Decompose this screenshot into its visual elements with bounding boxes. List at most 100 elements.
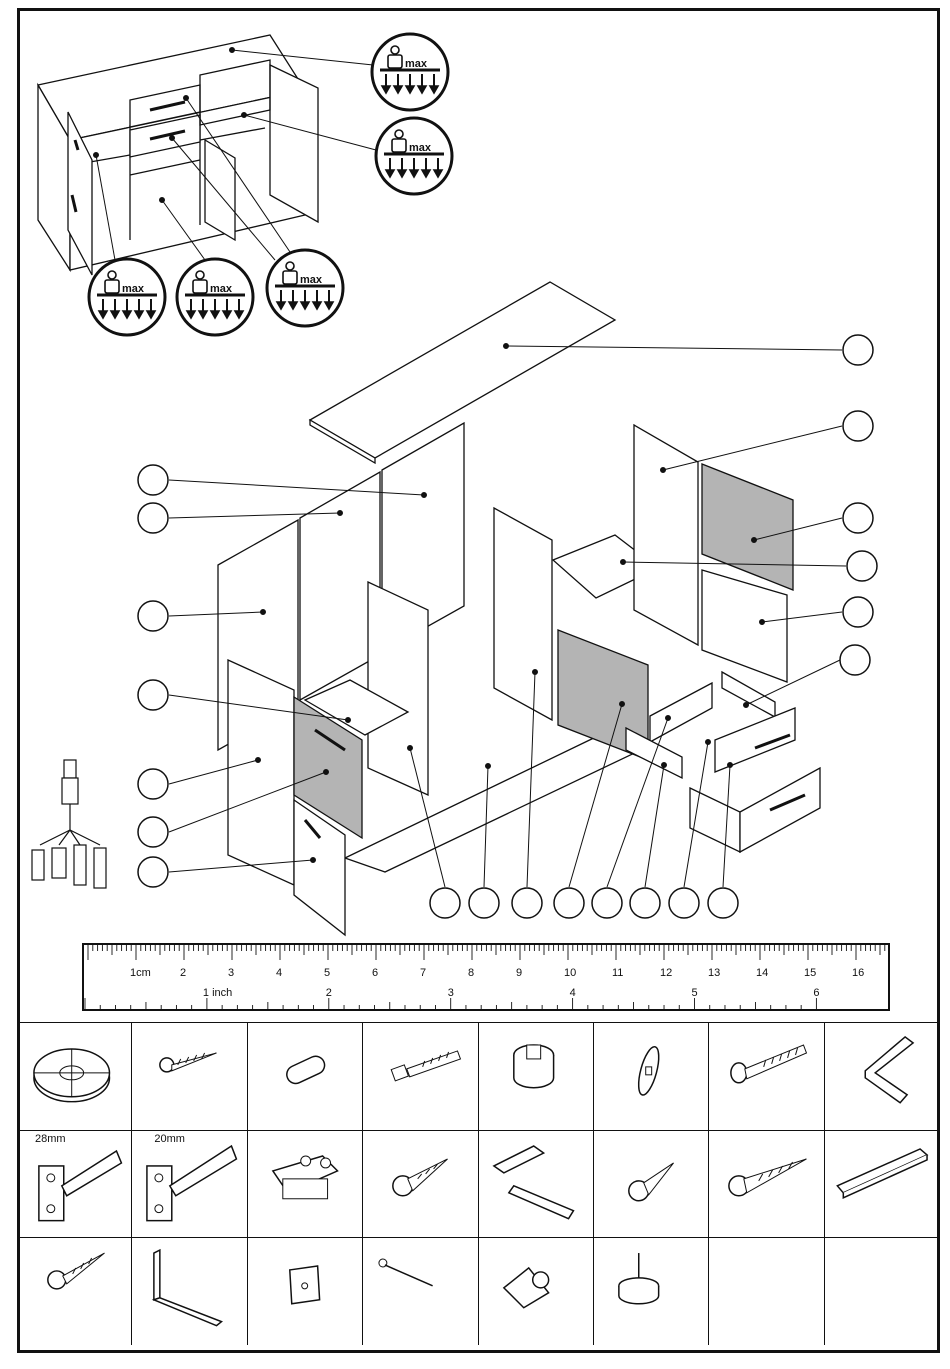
callout-circle [512,888,542,918]
callout-circle [138,769,168,799]
ruler-cm-number: 10 [564,967,576,979]
load-badge-max-label: max [300,274,323,286]
wall-plug-screw-icon [709,1023,823,1130]
callout-leader-dot [311,858,316,863]
hw-cell-furniture-glide [594,1237,709,1345]
furniture-glide-icon [594,1238,708,1345]
ruler-inch-number: 4 [570,987,576,999]
hw-cell-dowel [248,1022,363,1130]
ruler-cm-number: 15 [804,967,816,979]
callout-leader-dot [338,511,343,516]
cam-fittings-illustration [32,760,106,888]
ruler-cm-number: 13 [708,967,720,979]
callout-leader-dot [486,764,491,769]
ruler-cm-number: 8 [468,967,474,979]
cam-lock-icon [479,1023,593,1130]
ruler-cm-number: 6 [372,967,378,979]
ruler-inch-number: 2 [326,987,332,999]
callout-circle [430,888,460,918]
callout-leader-dot [621,560,626,565]
callout-leader-dot [706,740,711,745]
callout-leader-dot [533,670,538,675]
wood-screw-icon [709,1131,823,1238]
callout-leader-dot [620,702,625,707]
callout-leader-dot [760,620,765,625]
callout-leader-dot [666,716,671,721]
load-badge-4 [177,259,253,335]
hardware-grid: 28mm 20mm [17,1022,940,1345]
ruler-cm-number: 16 [852,967,864,979]
callout-circle [843,503,873,533]
back-panel-clip-icon [248,1238,362,1345]
load-badge-max-label: max [405,58,428,70]
ruler-cm-number: 14 [756,967,768,979]
callout-leader-dot [261,610,266,615]
assembled-cabinet [38,35,318,275]
ruler-cm-number: 11 [612,967,623,979]
callout-circle [469,888,499,918]
callout-circle [630,888,660,918]
hw-cell-wall-plug-screw [709,1022,824,1130]
hw-cell-hinge-20: 20mm [132,1130,247,1238]
drawer-runner-icon [479,1131,593,1238]
load-badge-3 [89,259,165,335]
ruler-cm-number: 3 [228,967,234,979]
hinge-20mm-icon [132,1131,246,1238]
exploded-panels [218,282,820,935]
callout-leader-dot [346,718,351,723]
callout-leader-dot [408,746,413,751]
hw-cell-wheel [17,1022,132,1130]
hex-key-icon [825,1023,940,1130]
callout-leader-line [645,765,664,887]
callout-leader-line [663,426,842,470]
hw-cell-cam-disc [594,1022,709,1130]
hw-cell-wood-screw [709,1130,824,1238]
ruler-inch-number: 3 [448,987,454,999]
small-screw-icon [594,1131,708,1238]
hw-cell-corner-block [479,1237,594,1345]
callout-circle [138,503,168,533]
callout-circle [708,888,738,918]
hw-cell-connector-bolt [363,1022,478,1130]
callout-circle [554,888,584,918]
corner-block-icon [479,1238,593,1345]
hw-cell-hinge-28: 28mm [17,1130,132,1238]
flange-screw-icon [17,1238,131,1345]
callout-circle [840,645,870,675]
callout-circle [138,680,168,710]
dowel-icon [248,1023,362,1130]
callout-circle [592,888,622,918]
callout-leader-dot [324,770,329,775]
hw-cell-back-panel-clip [248,1237,363,1345]
callout-circle [138,857,168,887]
hw-cell-cam-lock [479,1022,594,1130]
callout-leader-dot [504,344,509,349]
callout-leader-dot [422,493,427,498]
ruler-cm-number: 4 [276,967,282,979]
wheel-icon [17,1023,131,1130]
callout-leader-line [484,766,488,887]
callout-circle [843,335,873,365]
callout-leader-dot [256,758,261,763]
callout-circle [843,411,873,441]
hw-cell-handle [825,1130,940,1238]
load-badge-max-label: max [409,142,432,154]
callout-circle [138,817,168,847]
hinge-plate-icon [248,1131,362,1238]
nail-icon [363,1238,477,1345]
hw-cell-small-screw [594,1130,709,1238]
hinge-28mm-icon [17,1131,131,1238]
ruler-inch-number: 5 [692,987,698,999]
hw-cell-nail [363,1237,478,1345]
ruler-cm-number: 9 [516,967,522,979]
ruler-cm-number: 5 [324,967,330,979]
connector-bolt-icon [363,1023,477,1130]
cam-disc-icon [594,1023,708,1130]
hw-cell-screw-long [132,1022,247,1130]
hw-cell-hex-key [825,1022,940,1130]
hw-cell-short-screw [363,1130,478,1238]
hw-cell-hinge-plate [248,1130,363,1238]
callout-leader-dot [744,703,749,708]
short-screw-icon [363,1131,477,1238]
